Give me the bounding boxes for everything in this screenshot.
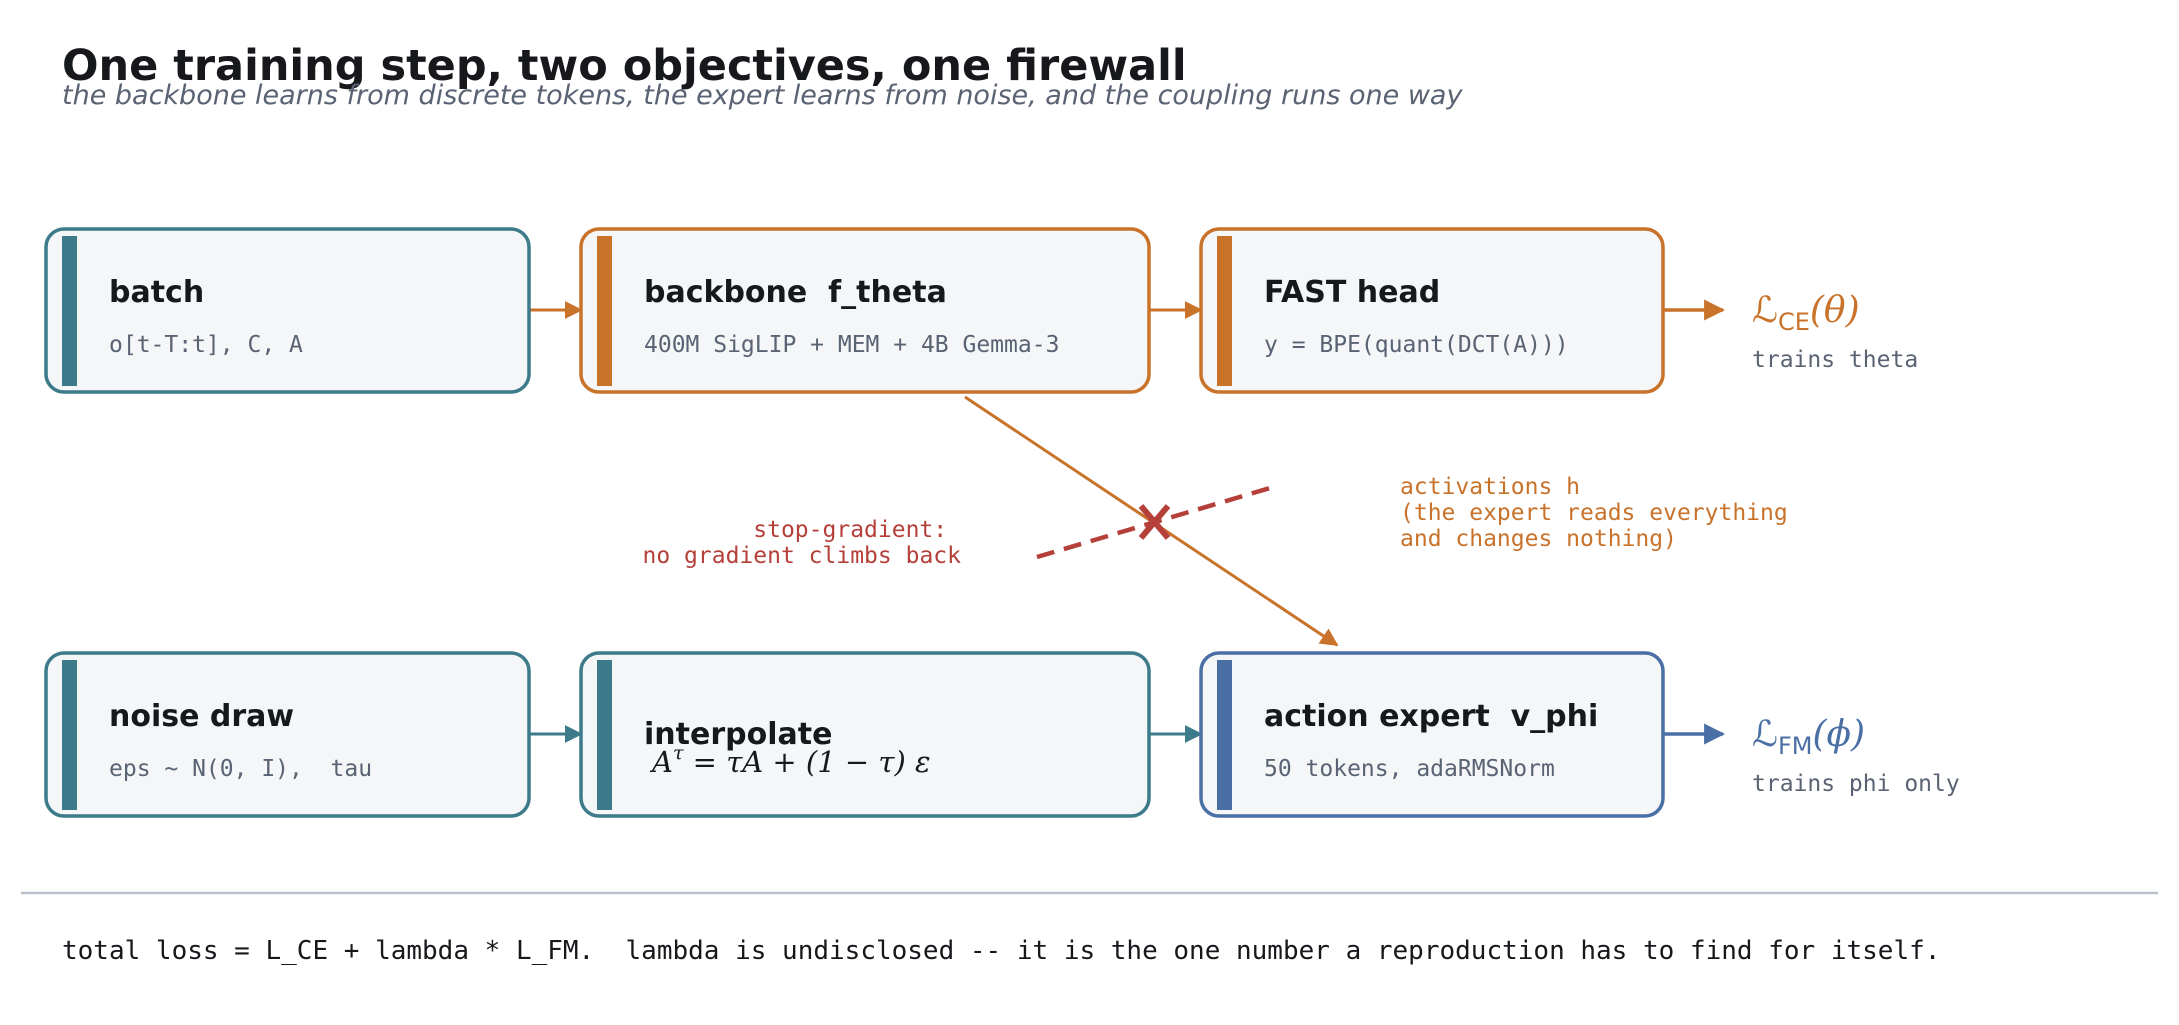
loss-fm-symbol: ℒFM(ϕ) (1752, 714, 1865, 760)
loss-ce-caption: trains theta (1752, 347, 1918, 373)
loss-ce: ℒCE(θ) trains theta (1752, 290, 1918, 373)
node-detail: o[t-T:t], C, A (109, 332, 303, 358)
node-accent-bar (597, 236, 612, 386)
node-interpolate: interpolate Aτ = τA + (1 − τ) ε (579, 651, 1151, 818)
node-detail: 400M SigLIP + MEM + 4B Gemma-3 (644, 332, 1059, 358)
stop-gradient-label: stop-gradient: no gradient climbs back (643, 517, 962, 569)
node-accent-bar (1217, 660, 1232, 810)
node-fast-head: FAST head y = BPE(quant(DCT(A))) (1199, 227, 1665, 394)
node-title: interpolate (644, 717, 832, 752)
node-detail: eps ~ N(0, I), tau (109, 756, 372, 782)
diagram-title: One training step, two objectives, one f… (62, 41, 1187, 91)
node-noise-draw: noise draw eps ~ N(0, I), tau (44, 651, 531, 818)
node-accent-bar (1217, 236, 1232, 386)
loss-fm-caption: trains phi only (1752, 771, 1960, 797)
loss-ce-symbol: ℒCE(θ) (1752, 290, 1860, 336)
node-detail: y = BPE(quant(DCT(A))) (1264, 332, 1569, 358)
node-title: batch (109, 275, 204, 310)
loss-fm: ℒFM(ϕ) trains phi only (1752, 714, 1960, 797)
interpolation-formula: Aτ = τA + (1 − τ) ε (649, 742, 931, 779)
node-accent-bar (62, 236, 77, 386)
node-title: backbone f_theta (644, 275, 947, 310)
node-accent-bar (597, 660, 612, 810)
activations-label: activations h (the expert reads everythi… (1400, 474, 1802, 552)
node-batch: batch o[t-T:t], C, A (44, 227, 531, 394)
node-title: noise draw (109, 699, 294, 734)
stop-gradient-cross-icon (1138, 504, 1171, 540)
node-accent-bar (62, 660, 77, 810)
node-backbone: backbone f_theta 400M SigLIP + MEM + 4B … (579, 227, 1151, 394)
footer-note: total loss = L_CE + lambda * L_FM. lambd… (62, 936, 1940, 966)
node-action-expert: action expert v_phi 50 tokens, adaRMSNor… (1199, 651, 1665, 818)
node-title: action expert v_phi (1264, 699, 1598, 734)
diagram-subtitle: the backbone learns from discrete tokens… (62, 80, 1463, 111)
node-detail: 50 tokens, adaRMSNorm (1264, 756, 1555, 782)
node-title: FAST head (1264, 275, 1440, 310)
